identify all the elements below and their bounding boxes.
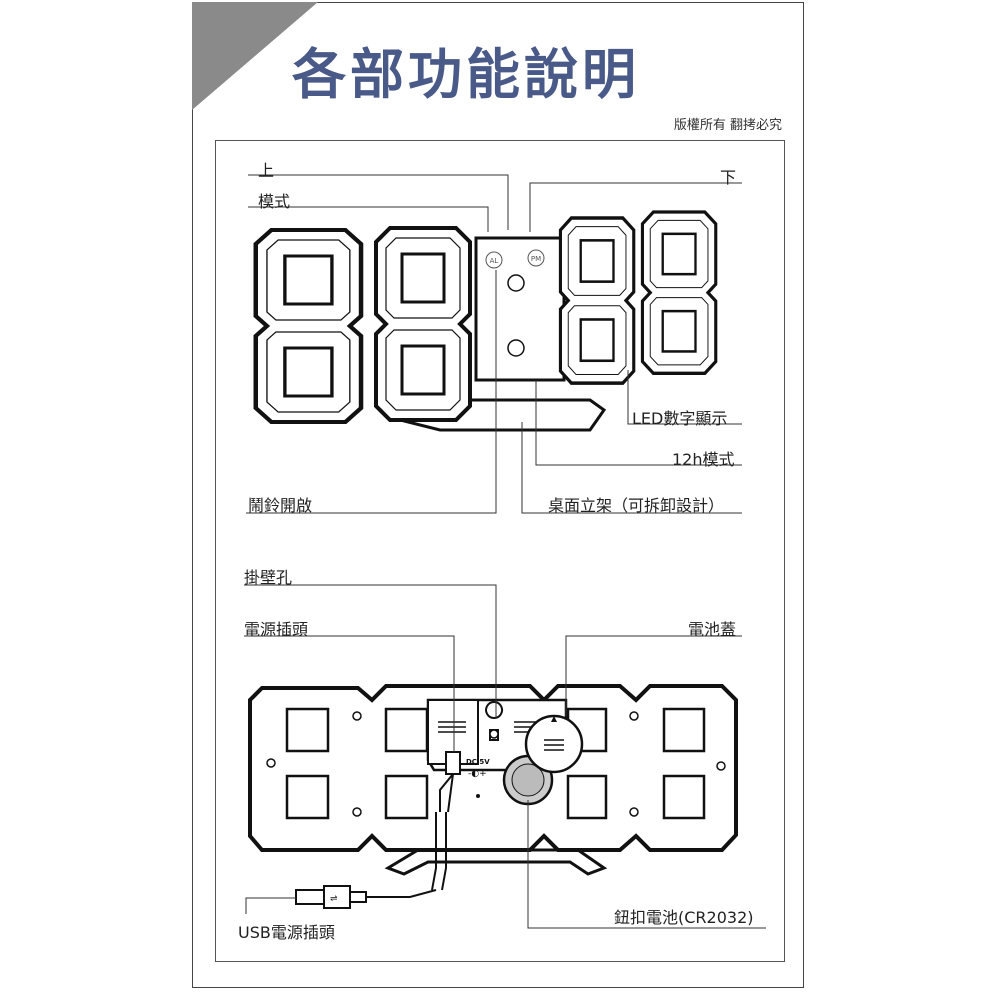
dc-port-label: DC 5V	[466, 758, 490, 766]
front-clock: AL PM	[256, 210, 718, 432]
page-title: 各部功能說明	[292, 43, 640, 106]
usb-icon: ⇌	[330, 894, 338, 904]
label-alarm-on: 鬧鈴開啟	[248, 496, 313, 515]
al-indicator: AL	[490, 257, 499, 265]
label-mode-button: 模式	[258, 192, 291, 211]
label-up-button: 上	[258, 161, 275, 180]
diagram-frame	[215, 140, 785, 962]
pm-indicator: PM	[531, 255, 541, 263]
label-wall-hole: 掛壁孔	[244, 568, 293, 587]
label-12h-mode: 12h模式	[672, 450, 735, 469]
label-coin-battery: 鈕扣電池(CR2032)	[614, 908, 754, 927]
label-battery-cover: 電池蓋	[688, 620, 737, 639]
back-leader-lines	[244, 584, 766, 929]
label-desk-stand: 桌面立架（可拆卸設計）	[548, 496, 725, 515]
label-power-plug: 電源插頭	[244, 620, 309, 639]
front-leader-lines	[246, 174, 742, 514]
label-down-button: 下	[720, 168, 737, 187]
copyright-notice: 版權所有 翻拷必究	[673, 118, 782, 133]
corner-tab-decoration	[192, 2, 318, 110]
label-usb-plug: USB電源插頭	[238, 923, 335, 942]
svg-text:-◐+: -◐+	[468, 769, 487, 779]
label-led-display: LED數字顯示	[632, 409, 728, 428]
back-clock: DC 5V -◐+ ⇌	[248, 684, 738, 909]
